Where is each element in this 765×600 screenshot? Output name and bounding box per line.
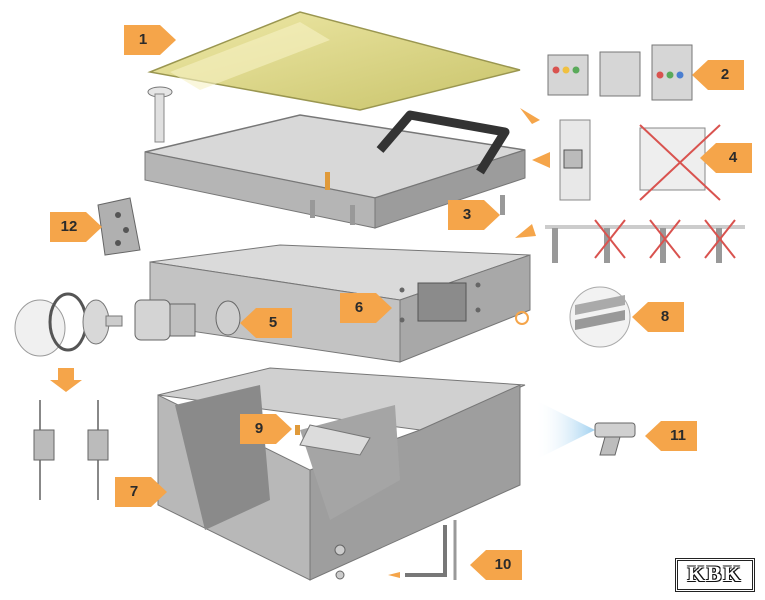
enclosure-lid	[144, 110, 526, 229]
callout-label: 11	[670, 427, 686, 444]
screw-icon	[147, 86, 173, 143]
membrane-seal-icon	[14, 292, 123, 357]
edge-detail-magnifier	[515, 286, 631, 348]
callout-3: 3	[448, 200, 500, 230]
callout-label: 2	[720, 66, 730, 83]
callout-12: 12	[50, 212, 102, 242]
callout-9: 9	[240, 414, 292, 444]
callout-7: 7	[115, 477, 167, 507]
pointer-arrows	[515, 108, 550, 238]
cable-gland-icon	[134, 299, 241, 341]
incorrect-mount-icon	[639, 124, 721, 201]
transparent-cover	[147, 11, 521, 111]
switch-panel-icons	[547, 44, 693, 101]
callout-8: 8	[632, 302, 684, 332]
callout-10: 10	[470, 550, 522, 580]
callout-label: 10	[494, 556, 512, 573]
callout-5: 5	[240, 308, 292, 338]
spray-gun-icon	[535, 400, 636, 460]
enclosure-base	[157, 367, 526, 581]
callout-label: 7	[129, 483, 139, 500]
screw-options-icons	[545, 219, 745, 263]
hinge-icon	[97, 197, 141, 256]
callout-label: 1	[138, 31, 148, 48]
callout-label: 5	[268, 314, 278, 331]
wall-mount-detail	[559, 119, 591, 201]
wall-bracket-detail	[388, 520, 457, 580]
callout-2: 2	[692, 60, 744, 90]
callout-4: 4	[700, 143, 752, 173]
kbk-logo: KBK	[675, 558, 755, 592]
callout-label: 3	[462, 206, 472, 223]
callout-6: 6	[340, 293, 392, 323]
callout-label: 6	[354, 299, 364, 316]
callout-label: 9	[254, 420, 264, 437]
callout-label: 4	[728, 149, 738, 166]
callout-label: 12	[60, 218, 78, 235]
membrane-seal-detail	[33, 368, 109, 500]
callout-11: 11	[645, 421, 697, 451]
callout-label: 8	[660, 308, 670, 325]
callout-1: 1	[124, 25, 176, 55]
